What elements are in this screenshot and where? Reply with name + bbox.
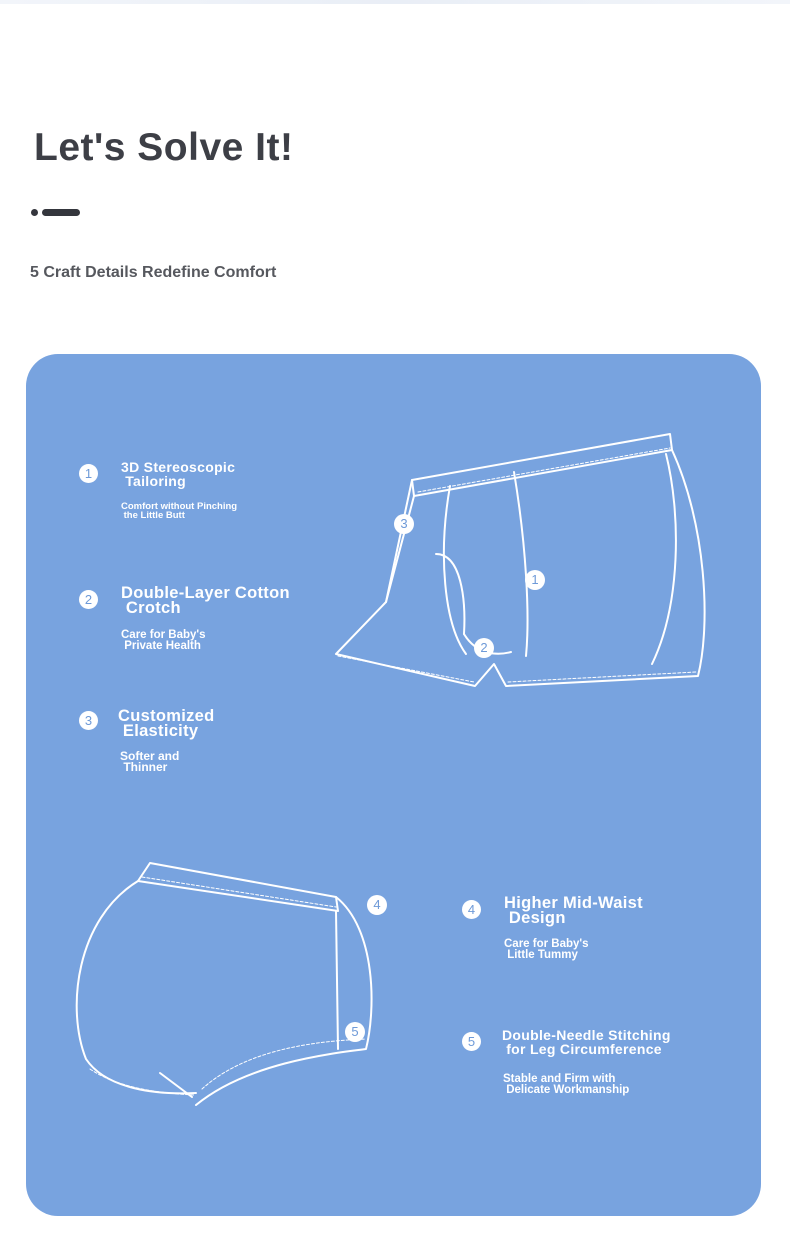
feature-number-badge: 2: [79, 590, 98, 609]
feature-description: Care for Baby's Private Health: [121, 629, 206, 652]
feature-number-badge: 5: [462, 1032, 481, 1051]
briefs-front-view-illustration: [335, 433, 706, 687]
diagram-marker: 1: [525, 570, 545, 590]
features-panel: 1 3D Stereoscopic Tailoring Comfort with…: [26, 354, 761, 1216]
feature-title: Customized Elasticity: [118, 707, 215, 740]
feature-number-badge: 4: [462, 900, 481, 919]
diagram-marker: 4: [367, 895, 387, 915]
feature-number-badge: 3: [79, 711, 98, 730]
top-edge-strip: [0, 0, 790, 4]
feature-description: Care for Baby's Little Tummy: [504, 938, 589, 961]
diagram-marker: 5: [345, 1022, 365, 1042]
feature-title: Double-Layer Cotton Crotch: [121, 584, 290, 617]
diagram-marker: 2: [474, 638, 494, 658]
feature-description: Stable and Firm with Delicate Workmanshi…: [503, 1073, 630, 1096]
feature-number-badge: 1: [79, 464, 98, 483]
title-accent-dash: [42, 209, 80, 216]
feature-title: Double-Needle Stitching for Leg Circumfe…: [502, 1027, 671, 1057]
feature-title: 3D Stereoscopic Tailoring: [121, 459, 236, 489]
title-accent-dot: [31, 209, 38, 216]
feature-description: Comfort without Pinching the Little Butt: [121, 501, 238, 521]
page-title: Let's Solve It!: [34, 126, 294, 169]
diagram-marker: 3: [394, 514, 414, 534]
briefs-back-view-illustration: [75, 862, 373, 1106]
feature-title: Higher Mid-Waist Design: [504, 894, 643, 927]
feature-description: Softer and Thinner: [120, 749, 180, 774]
page-subtitle: 5 Craft Details Redefine Comfort: [30, 264, 277, 281]
